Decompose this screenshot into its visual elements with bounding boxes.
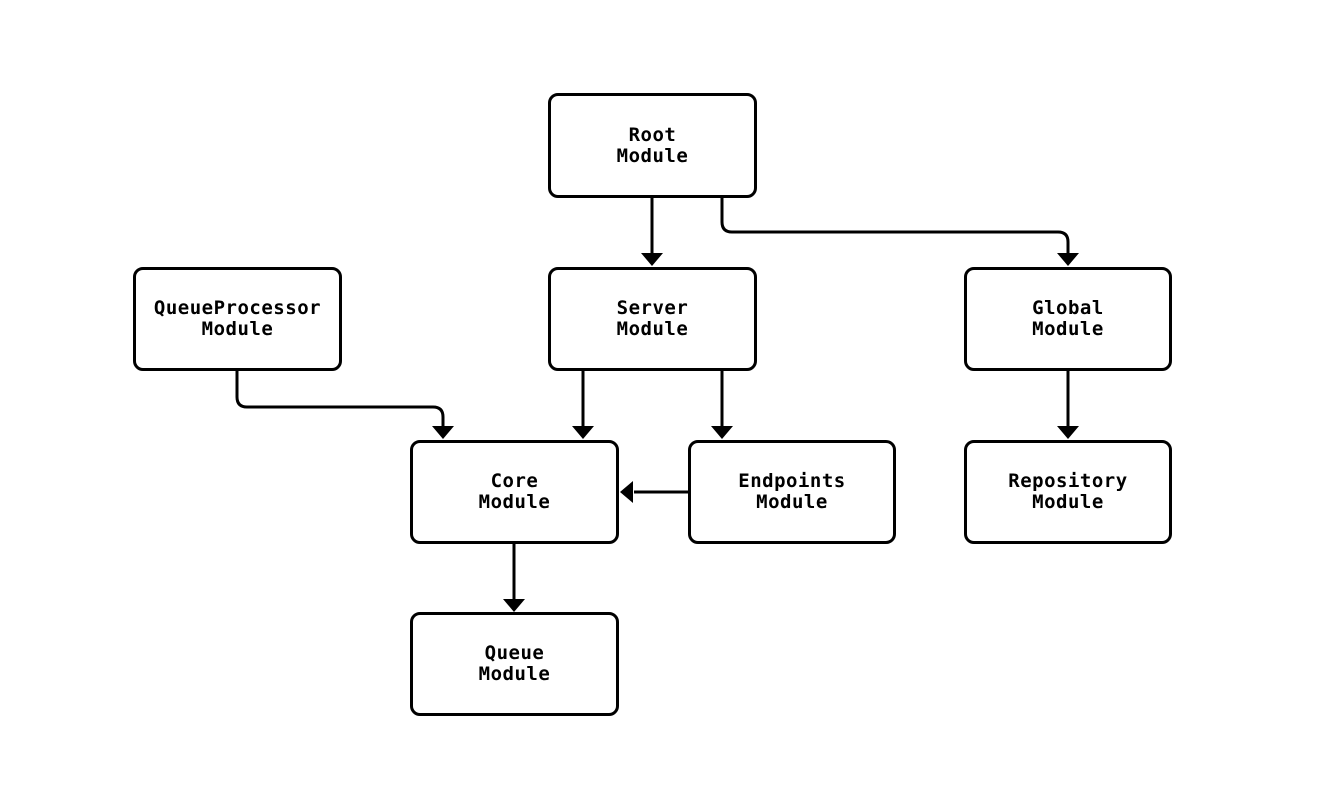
- node-repository-module: Repository Module: [964, 440, 1172, 544]
- arrowhead-queueprocessor-to-core: [432, 426, 454, 439]
- node-label-endpoints: Endpoints Module: [738, 470, 846, 513]
- node-label-server: Server Module: [616, 297, 689, 340]
- node-global-module: Global Module: [964, 267, 1172, 371]
- node-queue-module: Queue Module: [410, 612, 619, 716]
- arrowhead-root-to-global: [1057, 253, 1079, 266]
- node-label-queue: Queue Module: [478, 642, 551, 685]
- edge-queueprocessor-to-core: [235, 371, 445, 427]
- node-label-queueprocessor: QueueProcessor Module: [153, 297, 322, 340]
- arrowhead-core-to-queue: [503, 599, 525, 612]
- node-server-module: Server Module: [548, 267, 757, 371]
- arrowhead-global-to-repository: [1057, 426, 1079, 439]
- arrowhead-server-to-endpoints: [711, 426, 733, 439]
- arrowhead-endpoints-to-core: [620, 481, 633, 503]
- arrowhead-root-to-server: [641, 253, 663, 266]
- node-label-core: Core Module: [478, 470, 551, 513]
- node-label-repository: Repository Module: [1008, 470, 1128, 513]
- node-endpoints-module: Endpoints Module: [688, 440, 896, 544]
- node-label-global: Global Module: [1032, 297, 1104, 340]
- node-root-module: Root Module: [548, 93, 757, 198]
- node-queueprocessor-module: QueueProcessor Module: [133, 267, 342, 371]
- edge-root-to-global: [720, 198, 1070, 254]
- node-label-root: Root Module: [616, 123, 689, 167]
- node-core-module: Core Module: [410, 440, 619, 544]
- arrowhead-server-to-core: [572, 426, 594, 439]
